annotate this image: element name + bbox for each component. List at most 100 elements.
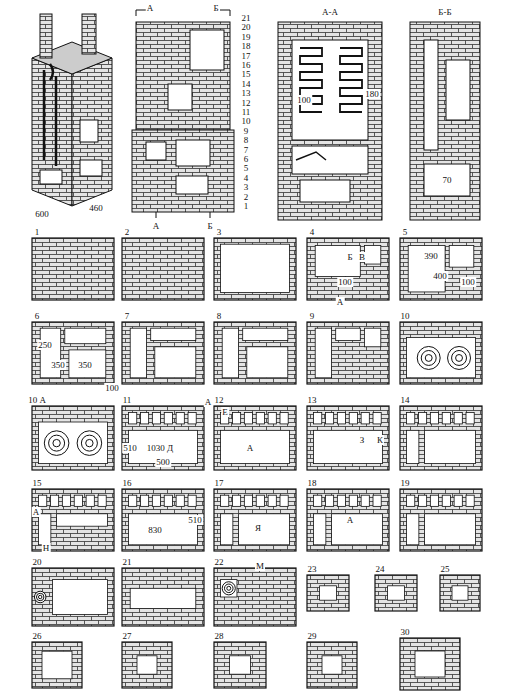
course-number: 11 (122, 395, 133, 405)
course-number: 7 (124, 311, 131, 321)
flue-channel (42, 651, 72, 679)
masonry-outline (214, 406, 296, 470)
flue-channel (373, 412, 381, 424)
flue-channel (53, 580, 108, 615)
masonry-outline (32, 642, 82, 688)
course-plan (214, 568, 296, 626)
flue-channel (69, 350, 106, 378)
flue-channel (425, 430, 476, 463)
hob-ring (44, 431, 69, 456)
flue-channel (140, 495, 148, 506)
flue-channel (98, 495, 106, 506)
dimension-label: А-А (321, 7, 339, 17)
course-plan (122, 406, 204, 470)
front-elevation (132, 10, 234, 218)
dimension-label: А (336, 297, 345, 307)
dimension-label: Н (42, 543, 51, 553)
masonry-outline (32, 322, 114, 384)
dimension-label: 350 (50, 360, 66, 370)
flue-channel (407, 514, 419, 545)
course-number: 18 (307, 478, 318, 488)
course-plan (440, 575, 480, 611)
dimension-label: 1030 Д (146, 443, 174, 453)
hob-ring (34, 591, 45, 602)
course-plan (122, 489, 204, 551)
masonry-outline (122, 489, 204, 551)
masonry-outline (307, 489, 389, 551)
flue-channel (232, 412, 240, 424)
flue-channel (407, 412, 415, 424)
flue-channel (86, 495, 94, 506)
course-number: 14 (400, 395, 411, 405)
masonry-outline (32, 568, 114, 626)
flue-channel (361, 412, 369, 424)
course-plan (307, 575, 349, 611)
masonry-outline (307, 642, 357, 688)
course-plan (122, 642, 172, 688)
course-number: 15 (32, 478, 43, 488)
flue-channel (280, 412, 288, 424)
dimension-label: 100 (337, 277, 353, 287)
flue-channel (268, 495, 276, 506)
flue-channel (39, 422, 108, 464)
flue-channel (322, 656, 342, 674)
course-number: 10 А (27, 395, 47, 405)
flue-channel (152, 412, 160, 424)
dimension-label: А (346, 515, 355, 525)
flue-channel (449, 245, 474, 267)
masonry-outline (400, 406, 482, 470)
dimension-label: 100 (104, 383, 120, 393)
course-number: 3 (216, 227, 223, 237)
flue-channel (129, 412, 137, 424)
dimension-label: М (255, 561, 265, 571)
flue-channel (407, 495, 415, 506)
flue-channel (256, 412, 264, 424)
flue-channel (221, 495, 229, 506)
dimension-label: Б-Б (437, 7, 452, 17)
dimension-label: 600 (34, 209, 50, 219)
flue-channel (466, 495, 474, 506)
flue-channel (221, 244, 290, 292)
course-plan (375, 575, 417, 611)
axonometric-view (32, 14, 112, 206)
flue-channel (349, 495, 357, 506)
flue-channel (315, 245, 360, 276)
flue-channel (361, 495, 369, 506)
course-plan (214, 489, 296, 551)
course-number: 30 (400, 627, 411, 637)
dimension-label: 510 (122, 443, 138, 453)
hob-ring (448, 346, 471, 369)
course-scale-number: 1 (243, 201, 250, 211)
hob-ring (417, 346, 440, 369)
flue-channel (314, 495, 322, 506)
dimension-label: 180 (364, 89, 380, 99)
flue-channel (65, 328, 106, 344)
flue-channel (364, 328, 380, 347)
dimension-label: 460 (88, 203, 104, 213)
masonry-outline (122, 406, 204, 470)
course-number: 8 (216, 311, 223, 321)
course-plan (400, 238, 482, 300)
course-plan (122, 568, 204, 626)
course-plan (32, 238, 114, 300)
flue-channel (130, 328, 146, 378)
flue-channel (373, 495, 381, 506)
dimension-label: Б (212, 3, 219, 13)
flue-channel (239, 514, 290, 545)
course-plan (400, 489, 482, 551)
flue-channel (164, 495, 172, 506)
masonry-outline (400, 238, 482, 300)
masonry-outline (400, 322, 482, 384)
flue-channel (155, 347, 196, 378)
flue-channel (74, 495, 82, 506)
flue-channel (152, 495, 160, 506)
course-number: 9 (309, 311, 316, 321)
course-number: 19 (400, 478, 411, 488)
flue-channel (129, 495, 137, 506)
masonry-outline (214, 568, 296, 626)
flue-channel (130, 588, 196, 608)
course-plan (400, 322, 482, 384)
masonry-outline (214, 489, 296, 551)
flue-channel (314, 430, 383, 463)
course-plan (32, 322, 114, 384)
